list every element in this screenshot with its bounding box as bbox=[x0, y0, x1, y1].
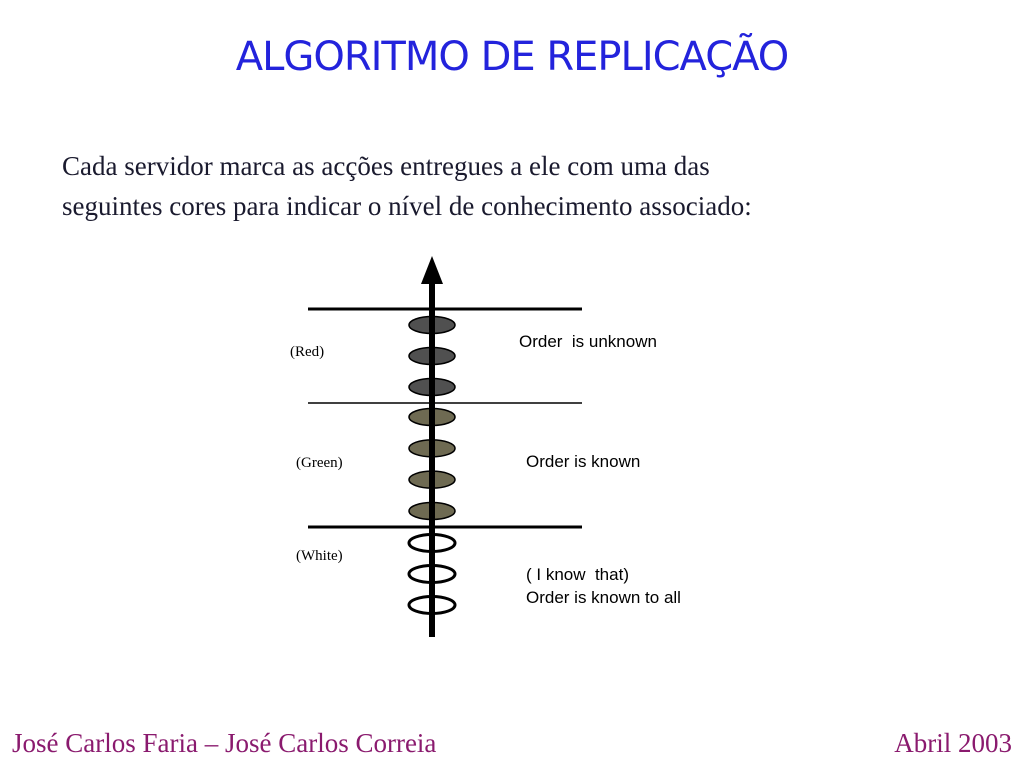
level-desc-green: Order is known bbox=[526, 452, 640, 471]
level-label-red: (Red) bbox=[290, 344, 324, 360]
level-label-green: (Green) bbox=[296, 455, 343, 471]
footer-date: Abril 2003 bbox=[894, 728, 1012, 758]
intro-paragraph: Cada servidor marca as acções entregues … bbox=[62, 146, 982, 226]
level-desc-red: Order is unknown bbox=[519, 332, 657, 351]
up-arrow-icon bbox=[421, 256, 443, 284]
slide-title: ALGORITMO DE REPLICAÇÃO bbox=[235, 34, 790, 80]
level-desc-white-line2: Order is known to all bbox=[526, 588, 681, 607]
level-label-white: (White) bbox=[296, 548, 343, 564]
level-desc-white-line1: ( I know that) bbox=[526, 565, 629, 584]
intro-line-1: Cada servidor marca as acções entregues … bbox=[62, 151, 710, 181]
intro-line-2: seguintes cores para indicar o nível de … bbox=[62, 191, 752, 221]
footer-authors: José Carlos Faria – José Carlos Correia bbox=[12, 728, 437, 758]
